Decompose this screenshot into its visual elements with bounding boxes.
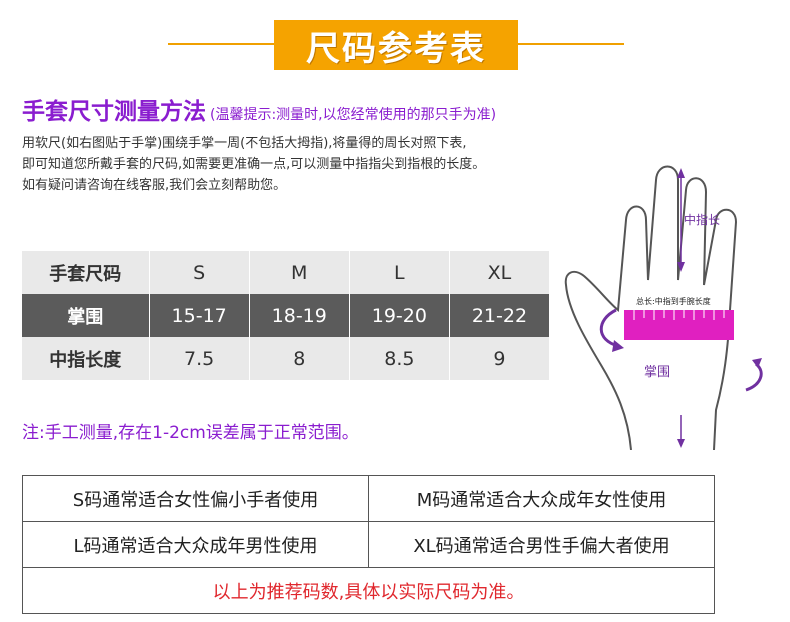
palm-cell: 15-17 [149,294,250,337]
rec-cell: S码通常适合女性偏小手者使用 [22,475,369,522]
rec-cell: M码通常适合大众成年女性使用 [368,475,715,522]
row-label: 中指长度 [22,337,150,380]
size-cell: S [149,251,250,294]
header-rule-left [168,43,274,45]
hand-outline [564,165,738,450]
rec-cell: L码通常适合大众成年男性使用 [22,521,369,568]
section-tip: (温馨提示:测量时,以您经常使用的那只手为准) [210,107,497,123]
palm-cell: 19-20 [349,294,450,337]
size-table: 手套尺码 S M L XL 掌围 15-17 18-19 19-20 21-22… [22,251,551,380]
palm-cell: 21-22 [449,294,551,337]
finger-cell: 8 [249,337,350,380]
finger-cell: 7.5 [149,337,250,380]
recommendation-table: S码通常适合女性偏小手者使用 M码通常适合大众成年女性使用 L码通常适合大众成年… [22,475,715,614]
finger-length-label: 中指长 [684,212,720,227]
row-label: 手套尺码 [22,251,150,294]
measure-method-title: 手套尺寸测量方法 (温馨提示:测量时,以您经常使用的那只手为准) [22,92,496,126]
rec-footer: 以上为推荐码数,具体以实际尺码为准。 [22,567,715,614]
hand-illustration-icon: 中指长 总长:中指到手腕长度 掌围 [564,165,763,450]
measurement-note: 注:手工测量,存在1-2cm误差属于正常范围。 [22,423,359,443]
palm-cell: 18-19 [249,294,350,337]
palm-row: 掌围 15-17 18-19 19-20 21-22 [22,294,551,337]
size-cell: XL [449,251,551,294]
row-label: 掌围 [22,294,150,337]
rec-row: S码通常适合女性偏小手者使用 M码通常适合大众成年女性使用 [22,475,715,522]
rec-cell: XL码通常适合男性手偏大者使用 [368,521,715,568]
size-row: 手套尺码 S M L XL [22,251,551,294]
size-cell: L [349,251,450,294]
header-title: 尺码参考表 [306,28,486,69]
measuring-tape [624,310,734,340]
section-title: 手套尺寸测量方法 [22,99,206,125]
finger-cell: 9 [449,337,551,380]
rec-row: 以上为推荐码数,具体以实际尺码为准。 [22,567,715,614]
instruction-line: 如有疑问请咨询在线客服,我们会立刻帮助您。 [22,178,287,193]
finger-row: 中指长度 7.5 8 8.5 9 [22,337,551,380]
size-cell: M [249,251,350,294]
palm-circ-label: 掌围 [644,365,670,380]
finger-cell: 8.5 [349,337,450,380]
header-banner: 尺码参考表 [274,20,518,70]
rec-row: L码通常适合大众成年男性使用 XL码通常适合男性手偏大者使用 [22,521,715,568]
instruction-line: 用软尺(如右图贴于手掌)围绕手掌一周(不包括大拇指),将量得的周长对照下表, [22,136,467,151]
instruction-line: 即可知道您所戴手套的尺码,如需要更准确一点,可以测量中指指尖到指根的长度。 [22,157,486,172]
instructions: 用软尺(如右图贴于手掌)围绕手掌一周(不包括大拇指),将量得的周长对照下表, 即… [22,133,622,196]
total-length-label: 总长:中指到手腕长度 [636,296,711,306]
header-rule-right [518,43,624,45]
